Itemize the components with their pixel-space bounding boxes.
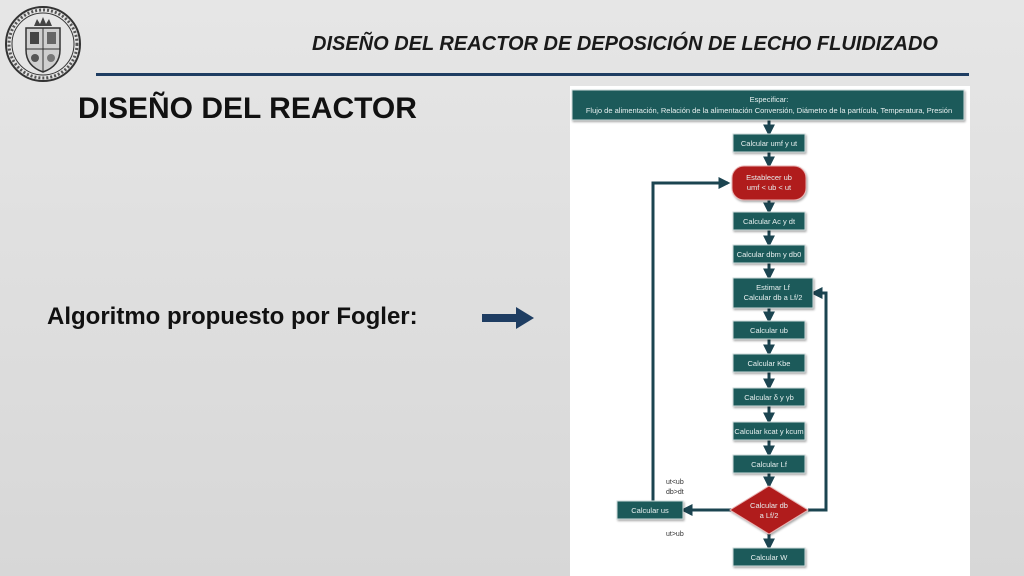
algorithm-caption: Algoritmo propuesto por Fogler: — [47, 303, 418, 330]
step-dbm-label: Calcular dbm y db0 — [737, 250, 802, 259]
header-divider — [96, 73, 969, 76]
step-calc-lf-box — [732, 454, 806, 474]
step-delta-box — [732, 387, 806, 407]
step-w-label: Calcular W — [751, 553, 789, 562]
step-lf-line1: Estimar Lf — [756, 283, 791, 292]
flowchart-panel: Especificar: Flujo de alimentación, Rela… — [570, 86, 970, 576]
step-umf-box — [732, 133, 806, 153]
step-umf-label: Calcular umf y ut — [741, 139, 798, 148]
step-kbe-label: Calcular Kbe — [748, 359, 791, 368]
header-title: DISEÑO DEL REACTOR DE DEPOSICIÓN DE LECH… — [312, 33, 938, 55]
step-us-box — [616, 500, 684, 520]
specify-title: Especificar: — [750, 95, 789, 104]
university-seal-icon — [5, 6, 81, 82]
step-dbm-box — [732, 244, 806, 264]
step-lf-box — [732, 277, 814, 309]
decision-ub-line1: Establecer ub — [746, 173, 792, 182]
step-kcat-label: Calcular kcat y kcum — [734, 427, 803, 436]
branch-label-left-line1: ut<ub — [666, 479, 684, 486]
step-ub-box — [732, 320, 806, 340]
branch-label-bottom: ut>ub — [666, 531, 684, 538]
decision-db-line2: a Lf/2 — [760, 511, 779, 520]
decision-db-line1: Calcular db — [750, 501, 788, 510]
specify-details: Flujo de alimentación, Relación de la al… — [586, 106, 952, 115]
step-w-box — [732, 547, 806, 567]
step-delta-label: Calcular δ y γb — [744, 393, 794, 402]
flowchart-diagram: Especificar: Flujo de alimentación, Rela… — [571, 89, 965, 567]
step-us-label: Calcular us — [631, 506, 669, 515]
decision-db-diamond — [729, 485, 809, 535]
step-lf-line2: Calcular db a Lf/2 — [744, 293, 803, 302]
step-ac-label: Calcular Ac y dt — [743, 217, 796, 226]
specify-box — [571, 89, 965, 121]
decision-ub-node — [731, 165, 807, 201]
branch-label-left-line2: db>dt — [666, 489, 684, 496]
step-kcat-box — [732, 421, 806, 441]
step-calc-lf-label: Calcular Lf — [751, 460, 788, 469]
page-heading: DISEÑO DEL REACTOR — [78, 92, 417, 125]
step-ub-label: Calcular ub — [750, 326, 788, 335]
right-arrow-icon — [482, 307, 534, 329]
step-ac-box — [732, 211, 806, 231]
flow-connectors — [651, 120, 828, 551]
step-kbe-box — [732, 353, 806, 373]
decision-ub-line2: umf < ub < ut — [747, 183, 792, 192]
